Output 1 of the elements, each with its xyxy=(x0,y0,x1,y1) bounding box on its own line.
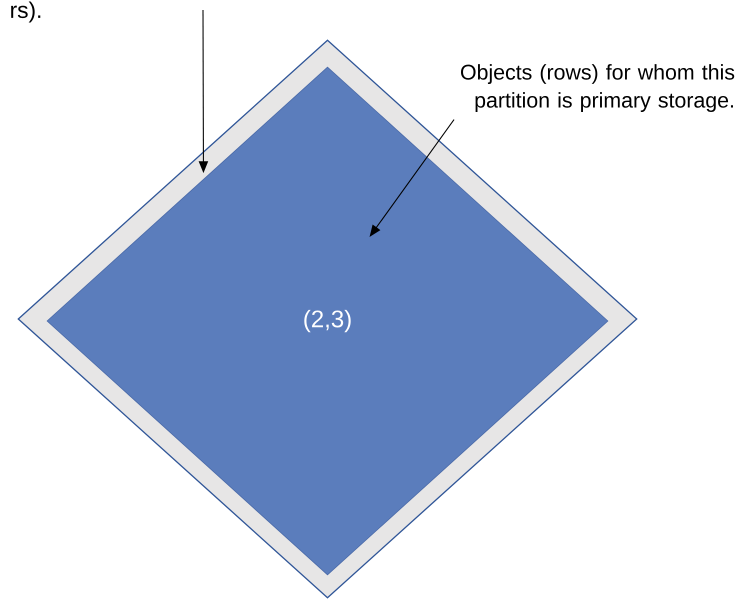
label-text: rs). xyxy=(11,1,40,23)
